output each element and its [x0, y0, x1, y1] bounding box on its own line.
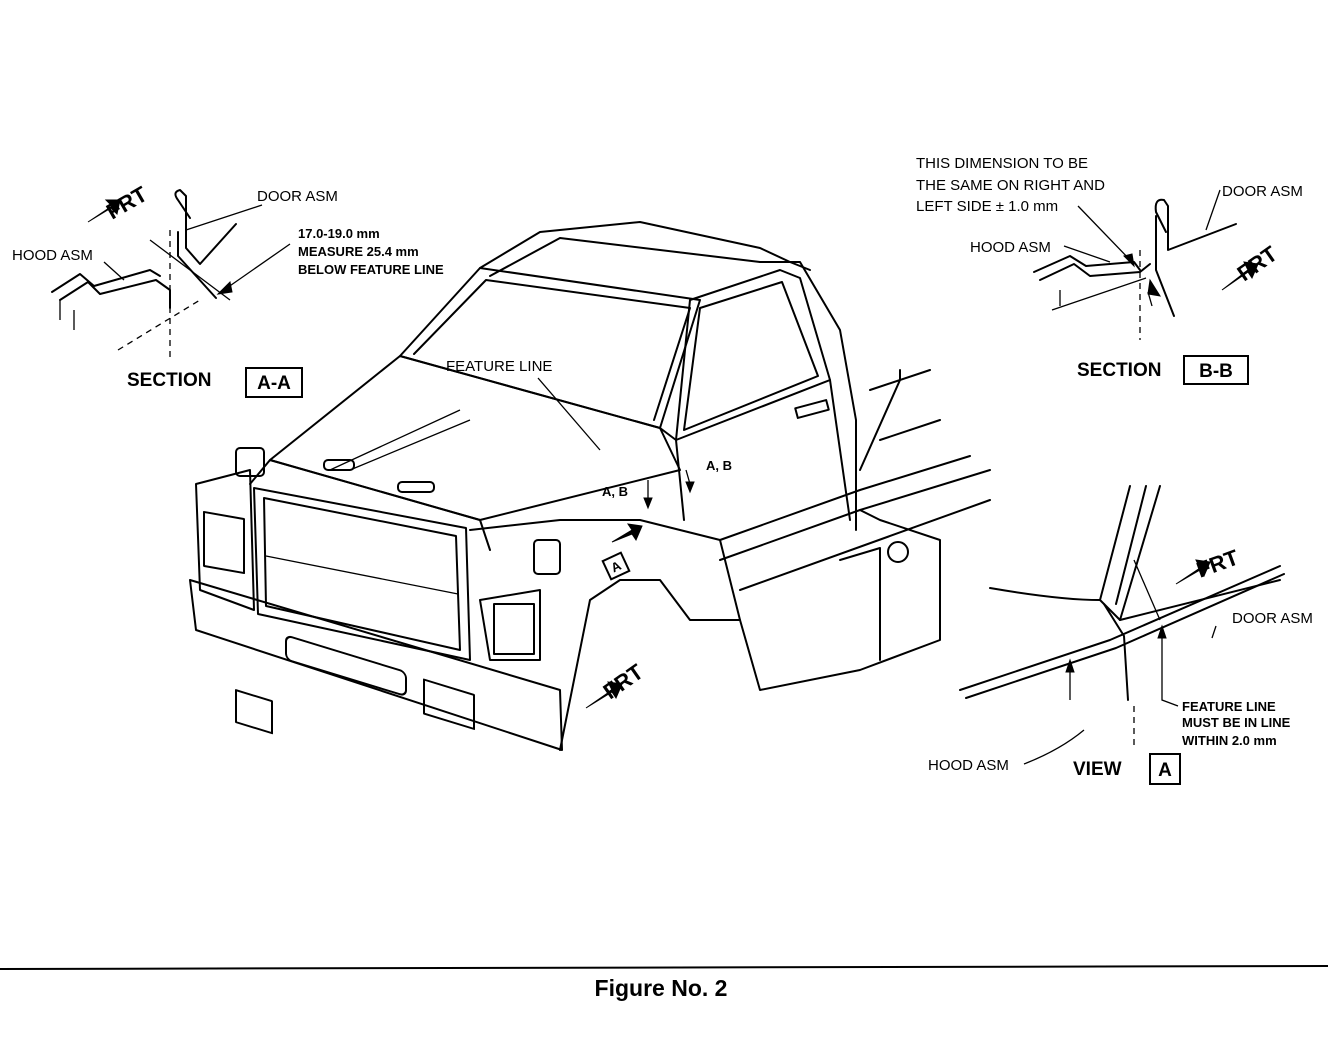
- mirror-left: [235, 447, 265, 477]
- truck-roof: [479, 221, 811, 271]
- section-aa-hood-panel: [51, 269, 161, 293]
- truck-door: [659, 379, 851, 521]
- view-a-diagram: FRT DOOR ASM FEATURE LINE MUST BE IN LIN…: [928, 485, 1313, 785]
- frt-arrow-icon: [1175, 559, 1211, 585]
- frt-arrow-icon: [1221, 261, 1259, 291]
- section-bb-note-line1: THIS DIMENSION TO BE: [916, 155, 1088, 172]
- truck-door-window: [675, 269, 831, 441]
- view-a-tag: A: [1158, 760, 1172, 781]
- section-bb-tag-box: [1183, 355, 1249, 385]
- door-handle: [794, 399, 830, 419]
- section-aa-tag-box: [245, 367, 303, 398]
- section-aa-title: SECTION: [127, 370, 211, 391]
- caption-divider: [0, 965, 1328, 970]
- callout-right-ab: A, B: [706, 458, 732, 473]
- truck-windshield: [399, 267, 701, 429]
- callout-left-ab: A, B: [602, 484, 628, 499]
- view-a-door-label: DOOR ASM: [1232, 610, 1313, 627]
- view-a-door-pillar: [1099, 485, 1161, 621]
- view-a-note-line1: FEATURE LINE: [1182, 699, 1276, 714]
- truck-bumper: [189, 579, 563, 751]
- section-bb-hood-label: HOOD ASM: [970, 239, 1051, 256]
- view-a-frt-label: FRT: [1193, 544, 1242, 582]
- section-bb-title: SECTION: [1077, 360, 1161, 381]
- section-bb-hood-panel: [1033, 255, 1141, 273]
- section-bb-door-label: DOOR ASM: [1222, 183, 1303, 200]
- section-bb-tag: B-B: [1199, 361, 1233, 382]
- section-aa-dimension: 17.0-19.0 mm: [298, 226, 380, 241]
- section-aa-tag: A-A: [257, 373, 291, 394]
- truck-grille: [253, 487, 471, 661]
- section-aa-measure-note: MEASURE 25.4 mm: [298, 244, 419, 259]
- section-aa-diagram: FRT DOOR ASM HOOD ASM 17.0-19.0 mm MEASU…: [12, 181, 444, 398]
- view-a-title: VIEW: [1073, 759, 1122, 780]
- fender-right: [469, 519, 741, 751]
- section-bb-frt-label: FRT: [1233, 241, 1283, 286]
- view-a-note-line3: WITHIN 2.0 mm: [1182, 733, 1277, 748]
- frt-arrow-icon: [87, 199, 121, 223]
- section-aa-frt-label: FRT: [102, 181, 152, 224]
- section-bb-diagram: THIS DIMENSION TO BE THE SAME ON RIGHT A…: [916, 155, 1303, 385]
- truck-illustration: FEATURE LINE A, B A, B A FRT: [189, 221, 991, 751]
- view-a-hood-label: HOOD ASM: [928, 757, 1009, 774]
- figure-caption: Figure No. 2: [595, 975, 728, 1001]
- section-bb-door-panel: [1154, 198, 1237, 251]
- view-a-tag-box: [1149, 753, 1181, 785]
- section-bb-note-line3: LEFT SIDE ± 1.0 mm: [916, 198, 1058, 215]
- section-aa-door-outer: [177, 231, 217, 299]
- section-aa-door-label: DOOR ASM: [257, 188, 338, 205]
- feature-line-label: FEATURE LINE: [446, 358, 552, 375]
- fender-left: [195, 469, 255, 611]
- section-aa-door-panel: [174, 189, 237, 265]
- frt-arrow-icon: [585, 681, 623, 709]
- truck-frt-label: FRT: [599, 659, 649, 704]
- view-a-marker-box: [601, 551, 631, 581]
- view-a-note-line2: MUST BE IN LINE: [1182, 715, 1291, 730]
- view-a-feature-line: [959, 565, 1281, 691]
- section-aa-hood-label: HOOD ASM: [12, 247, 93, 264]
- mirror-right: [533, 539, 561, 575]
- section-aa-feature-note: BELOW FEATURE LINE: [298, 262, 444, 277]
- view-a-arrow-icon: [611, 523, 643, 543]
- section-bb-note-line2: THE SAME ON RIGHT AND: [916, 177, 1105, 194]
